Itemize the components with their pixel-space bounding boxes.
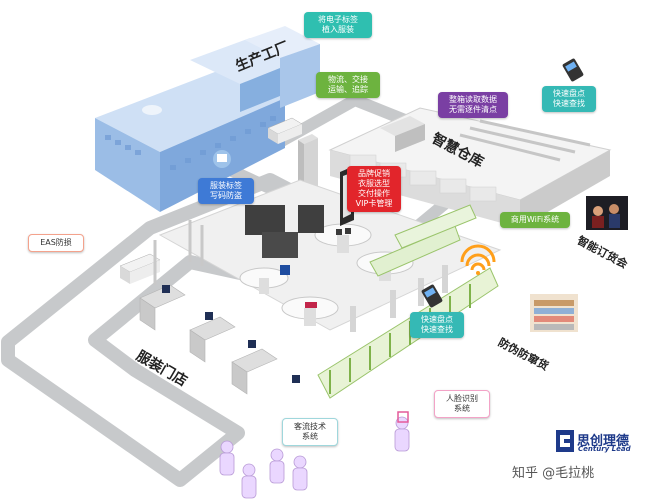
wifi-icon [460,244,496,275]
ordering-event-photo [586,196,628,230]
garments-photo [530,294,578,332]
callout-eas: EAS防损 [28,234,84,252]
callout-face-recognition: 人脸识别 系统 [434,390,490,418]
clothing-racks [245,205,324,275]
callout-box-scan: 整箱读取数据 无需逐件清点 [438,92,508,118]
company-logo: 思创理德 Century Lead [556,430,662,454]
callout-logistics: 物流、交接 运输、追踪 [316,72,380,98]
callout-brand-promo: 品牌促销 衣服选型 交付操作 VIP卡管理 [347,166,401,212]
truck-store [119,253,161,284]
eas-gates [139,220,300,395]
logo-name-en: Century Lead [578,445,631,453]
truck-factory [267,117,303,144]
customers-group [219,411,410,499]
callout-quick-inventory-top: 快速盘点 快速查找 [542,86,596,112]
logo-mark-icon [556,430,574,452]
callout-quick-inventory-store: 快速盘点 快速查找 [410,312,464,338]
factory-building [95,26,320,212]
callout-tag-writing: 服装标签 写码防盗 [198,178,254,204]
callout-rfid-tag-implant: 将电子标签 植入服装 [304,12,372,38]
logo-name-cn: 思创理德 [577,434,630,449]
callout-wifi: 商用WiFi系统 [500,212,570,228]
rfid-reader-store-icon [421,284,443,308]
green-shelves [317,204,499,399]
clothing-tag-icon [213,150,231,168]
watermark: 知乎 @毛拉桃 [512,466,595,481]
rfid-reader-icon [562,58,584,82]
callout-customer-flow: 客流技术 系统 [282,418,338,446]
